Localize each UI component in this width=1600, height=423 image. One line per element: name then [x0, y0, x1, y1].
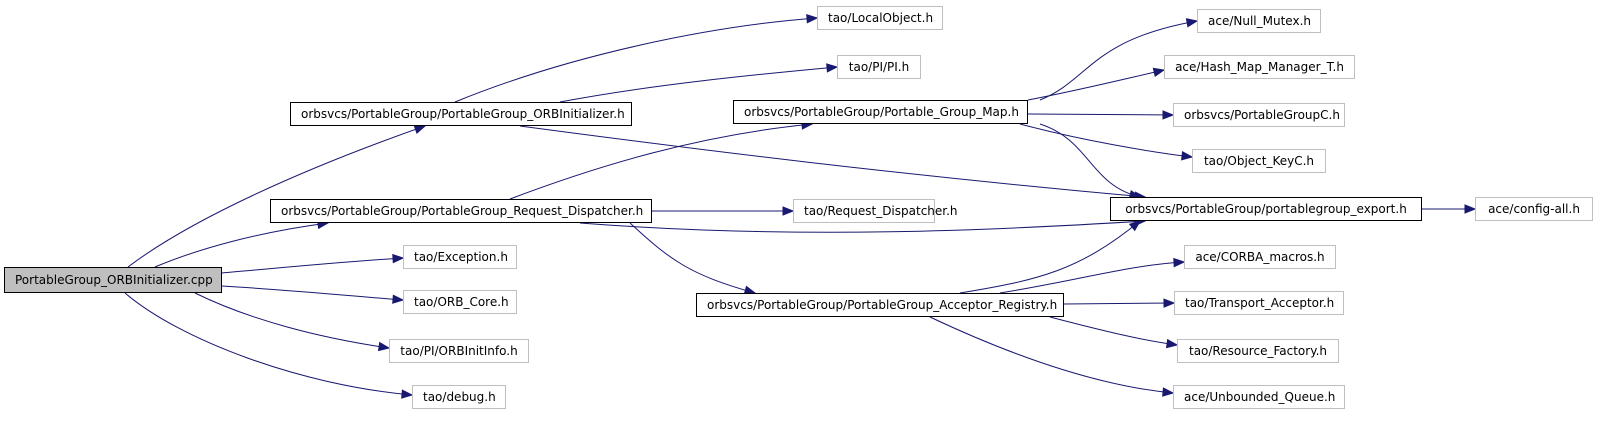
edge-line: [559, 66, 838, 103]
edge-line: [124, 292, 413, 396]
node-orbinit-h[interactable]: orbsvcs/PortableGroup/PortableGroup_ORBI…: [290, 102, 632, 126]
edge-line: [929, 316, 1174, 394]
edge-arrowhead: [806, 14, 819, 24]
edge-line: [579, 220, 1146, 233]
node-group-map-h[interactable]: orbsvcs/PortableGroup/Portable_Group_Map…: [733, 100, 1028, 124]
edge-line: [1027, 113, 1174, 116]
edge-group_map_h-to-hash_map_h: [1027, 67, 1166, 101]
edge-acceptor_reg_h-to-unbounded_queue_h: [929, 316, 1175, 397]
node-pi-h: tao/PI/PI.h: [837, 55, 921, 79]
edge-export_h-to-config_all_h: [1422, 204, 1477, 214]
edge-acceptor_reg_h-to-transport_acc_h: [1063, 298, 1176, 308]
edge-arrowhead: [392, 294, 405, 304]
edge-root-to-orb_core_h: [221, 285, 405, 304]
edge-orbinit_h-to-localobject_h: [454, 14, 819, 103]
node-transport-acc-h: tao/Transport_Acceptor.h: [1174, 291, 1344, 315]
node-acceptor-reg-h[interactable]: orbsvcs/PortableGroup/PortableGroup_Acce…: [696, 293, 1064, 317]
node-localobject-h: tao/LocalObject.h: [817, 6, 943, 30]
edge-arrowhead: [1464, 204, 1477, 214]
edge-orbinit_h-to-pi_h: [559, 63, 839, 103]
edge-arrowhead: [401, 389, 414, 399]
node-exception-h: tao/Exception.h: [403, 245, 517, 269]
edge-group_map_h-to-export_h: [1039, 123, 1142, 200]
edge-acceptor_reg_h-to-corba_macros_h: [999, 257, 1186, 294]
node-object-keyc-h: tao/Object_KeyC.h: [1192, 149, 1326, 173]
node-config-all-h: ace/config-all.h: [1475, 197, 1593, 221]
edge-line: [1049, 316, 1178, 346]
edge-line: [519, 125, 1146, 198]
edge-arrowhead: [1162, 110, 1175, 120]
edge-arrowhead: [377, 341, 391, 352]
edge-arrowhead: [1173, 257, 1186, 268]
edge-line: [454, 17, 818, 103]
node-req-disp-h[interactable]: orbsvcs/PortableGroup/PortableGroup_Requ…: [270, 199, 652, 223]
edge-acceptor_reg_h-to-resource_factory_h: [1049, 316, 1179, 349]
edge-line: [194, 292, 390, 349]
edge-acceptor_reg_h-to-export_h: [959, 220, 1142, 294]
edge-line: [1019, 123, 1193, 158]
node-orbinitinfo-h: tao/PI/ORBInitInfo.h: [389, 339, 529, 363]
edge-line: [1039, 20, 1198, 101]
edge-arrowhead: [1185, 18, 1199, 28]
node-debug-h: tao/debug.h: [412, 385, 506, 409]
edge-line: [629, 222, 756, 294]
node-null-mutex-h: ace/Null_Mutex.h: [1197, 9, 1321, 33]
edge-arrowhead: [1163, 298, 1176, 308]
node-unbounded-queue-h: ace/Unbounded_Queue.h: [1173, 385, 1345, 409]
edge-arrowhead: [1162, 387, 1175, 397]
edge-line: [999, 261, 1185, 294]
edge-arrowhead: [392, 253, 405, 264]
edge-arrowhead: [1128, 220, 1142, 232]
edge-arrowhead: [1165, 338, 1179, 349]
edge-line: [221, 285, 404, 301]
node-corba-macros-h: ace/CORBA_macros.h: [1184, 245, 1336, 269]
edge-root-to-orbinitinfo_h: [194, 292, 391, 352]
edge-line: [154, 222, 329, 268]
edge-line: [509, 123, 813, 200]
edge-arrowhead: [1152, 67, 1166, 77]
node-pgc-h: orbsvcs/PortableGroupC.h: [1173, 103, 1345, 127]
edge-line: [1063, 302, 1175, 305]
edge-arrowhead: [782, 206, 795, 216]
edge-line: [127, 125, 426, 268]
edge-line: [1039, 123, 1141, 198]
edge-group_map_h-to-object_keyc_h: [1019, 123, 1194, 161]
edge-arrowhead: [826, 63, 839, 73]
node-tao-req-disp-h: tao/Request_Dispatcher.h: [793, 199, 958, 223]
edge-root-to-exception_h: [221, 253, 405, 274]
edge-req_disp_h-to-tao_req_disp_h: [652, 206, 795, 216]
node-orb-core-h: tao/ORB_Core.h: [403, 290, 517, 314]
edge-arrowhead: [1181, 151, 1194, 161]
edge-group_map_h-to-pgc_h: [1027, 110, 1175, 120]
node-resource-factory-h: tao/Resource_Factory.h: [1177, 339, 1339, 363]
edge-line: [959, 220, 1141, 294]
node-root: PortableGroup_ORBInitializer.cpp: [4, 267, 222, 293]
edge-group_map_h-to-null_mutex_h: [1039, 18, 1199, 101]
graph-edges: [124, 14, 1477, 399]
edge-root-to-debug_h: [124, 292, 414, 399]
edge-line: [1027, 69, 1165, 101]
edge-line: [221, 257, 404, 274]
node-export-h[interactable]: orbsvcs/PortableGroup/portablegroup_expo…: [1110, 197, 1422, 221]
node-hash-map-h: ace/Hash_Map_Manager_T.h: [1164, 55, 1355, 79]
